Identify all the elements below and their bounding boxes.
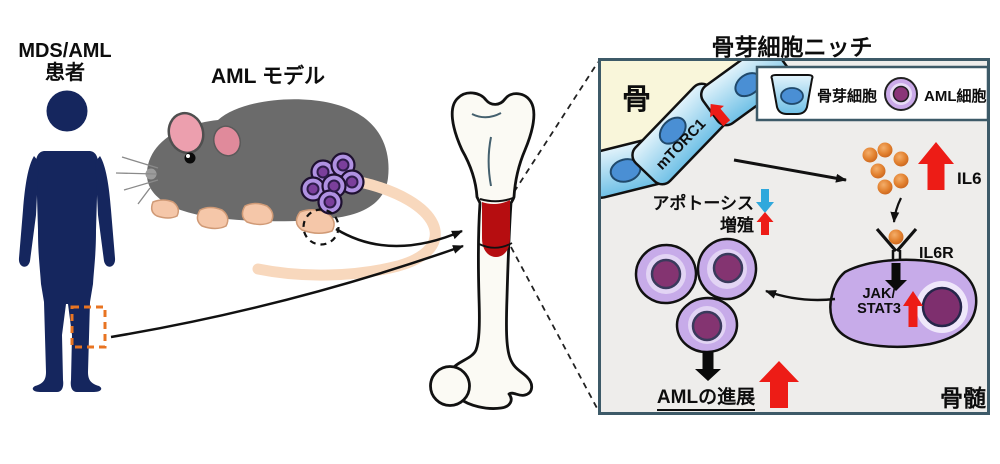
legend-osteoblast-icon xyxy=(770,74,814,115)
stat3-label: STAT3 xyxy=(857,301,901,318)
mouse-ear-back xyxy=(213,125,241,157)
aml-progression-down-arrow xyxy=(695,351,721,381)
mtorc1-up-arrow xyxy=(710,104,731,127)
patient-biopsy-highlight-box xyxy=(70,305,107,349)
il6-label: IL6 xyxy=(957,169,982,188)
panel-title: 骨芽細胞ニッチ xyxy=(711,34,873,60)
patient-label-line2: 患者 xyxy=(45,62,85,84)
dashed-connector-top xyxy=(513,61,599,193)
mouse-illustration xyxy=(115,99,441,281)
human-silhouette xyxy=(18,90,116,392)
mouse-feet xyxy=(150,199,335,234)
il6-molecules xyxy=(862,142,909,195)
legend-aml-cell-icon xyxy=(884,77,918,111)
legend-aml-cell-label: AML細胞 xyxy=(924,88,987,105)
mouse-ear-front xyxy=(167,111,205,155)
aml-progression-label: AMLの進展 xyxy=(649,382,763,411)
bone-marrow-red-region xyxy=(482,200,510,257)
apoptosis-label: アポトーシス xyxy=(652,194,754,213)
il6-up-arrow xyxy=(918,142,954,190)
human-to-bone-arrow xyxy=(110,244,464,339)
dashed-connector-bottom xyxy=(510,246,599,411)
il6-ligand xyxy=(888,229,904,245)
cell-to-cluster-arrow xyxy=(765,289,836,302)
legend-osteoblast-label: 骨芽細胞 xyxy=(817,88,878,105)
femur-head xyxy=(429,365,471,407)
osteoblast-to-il6-arrow xyxy=(733,158,847,183)
bone-marrow-label: 骨髄 xyxy=(940,385,986,411)
aml-nucleus xyxy=(921,286,963,328)
tumor-cell-cluster xyxy=(300,152,365,215)
il6r-label: IL6R xyxy=(919,245,954,262)
patient-label-line1: MDS/AML xyxy=(18,40,112,62)
mouse-eye-highlight xyxy=(186,154,190,158)
mouse-leg-dashed-circle xyxy=(302,208,340,246)
jak-stat3-up-arrow xyxy=(903,291,923,327)
proliferation-up-arrow xyxy=(756,212,774,235)
signal-down-arrow xyxy=(885,263,907,291)
jak-label: JAK/ xyxy=(862,286,896,302)
legend-box xyxy=(755,65,990,122)
aml-progression-up-arrow xyxy=(759,361,799,408)
osteoblast-cells xyxy=(601,61,793,199)
femur-bone xyxy=(429,91,536,410)
aml-cell-large xyxy=(829,258,978,349)
aml-cell-cluster xyxy=(634,237,758,354)
niche-panel xyxy=(598,58,990,415)
bone-label: 骨 xyxy=(622,84,652,116)
il6-to-receptor-arrow xyxy=(890,197,902,223)
mouse-tail xyxy=(252,176,441,281)
mouse-model-label: AML モデル xyxy=(211,65,325,88)
mouse-eye xyxy=(184,152,196,164)
proliferation-label: 増殖 xyxy=(720,216,754,235)
apoptosis-down-arrow xyxy=(756,189,774,213)
mouse-whiskers xyxy=(115,156,159,205)
patient-label: MDS/AML 患者 xyxy=(8,40,122,84)
jak-stat3-label: JAK/ STAT3 xyxy=(849,286,909,318)
mouse-to-bone-arrow xyxy=(335,227,463,248)
